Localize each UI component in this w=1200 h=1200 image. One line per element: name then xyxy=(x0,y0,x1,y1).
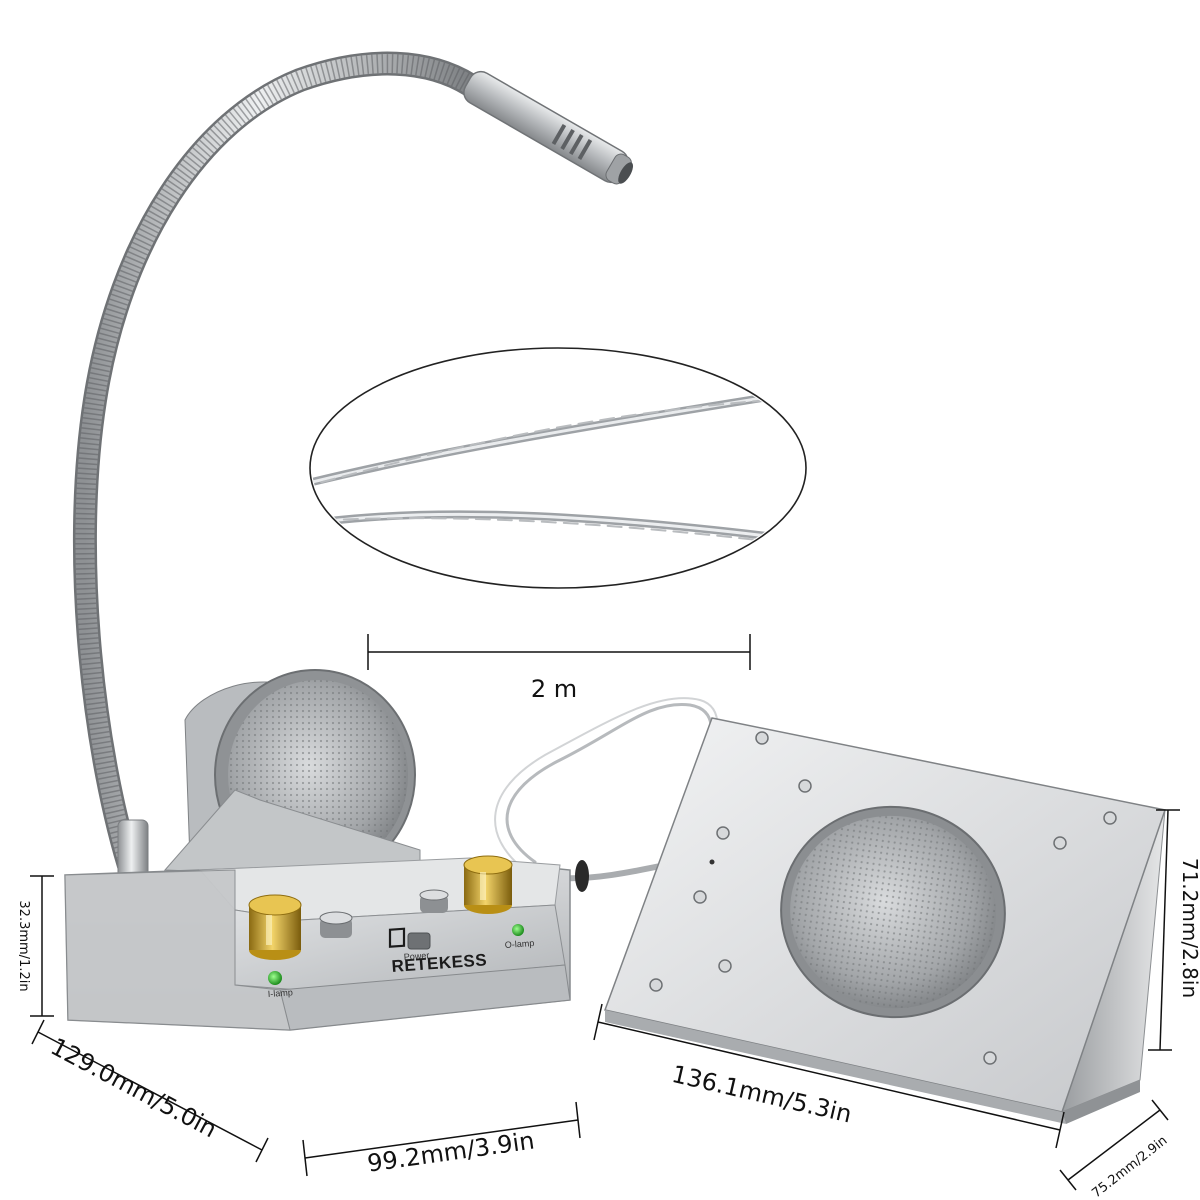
speaker-depth-label: 75.2mm/2.9in xyxy=(1089,1133,1170,1200)
base-width-dimension: 99.2mm/3.9in xyxy=(302,1101,581,1178)
power-label: Power xyxy=(403,950,429,962)
base-height-dimension: 32.3mm/1.2in xyxy=(16,875,54,1017)
base-depth-dimension: 129.0mm/5.0in xyxy=(31,1019,269,1163)
microphone-head xyxy=(463,70,634,185)
cable-length-dimension: 2 m xyxy=(367,634,751,703)
speaker-height-dimension: 71.2mm/2.8in xyxy=(1148,809,1200,1051)
base-depth-label: 129.0mm/5.0in xyxy=(46,1032,221,1143)
cable-detail-inset xyxy=(309,347,807,589)
cable-length-label: 2 m xyxy=(531,675,577,703)
o-lamp-led xyxy=(512,924,524,936)
power-switch xyxy=(407,932,431,950)
right-volume-knob xyxy=(463,855,513,914)
base-height-label: 32.3mm/1.2in xyxy=(16,900,31,991)
left-volume-knob xyxy=(248,894,302,960)
speaker-height-label: 71.2mm/2.8in xyxy=(1178,858,1200,998)
window-speaker-unit xyxy=(604,717,1166,1124)
gooseneck-microphone xyxy=(72,51,634,887)
i-lamp-led xyxy=(268,971,282,985)
talk-button xyxy=(319,911,353,938)
listen-button xyxy=(419,889,449,913)
microphone-base-unit: RETEKESS I-lamp xyxy=(64,669,571,1031)
i-lamp-label: I-lamp xyxy=(267,987,293,999)
base-width-label: 99.2mm/3.9in xyxy=(366,1127,537,1178)
o-lamp-label: O-lamp xyxy=(504,938,534,950)
